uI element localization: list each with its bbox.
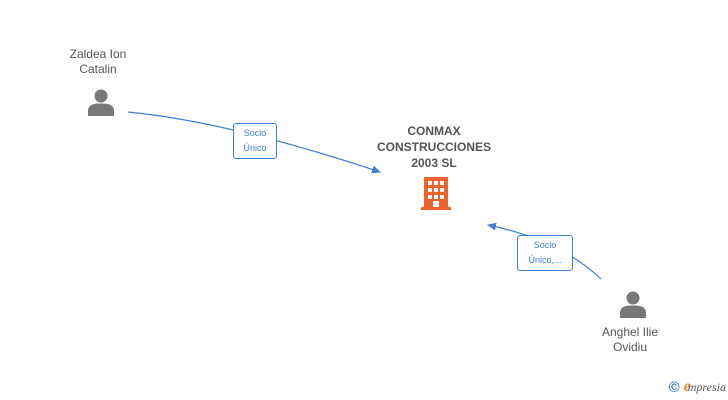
edge-label-socio-unico-more[interactable]: Socio Único,... (517, 235, 573, 271)
brand-initial: e (683, 378, 691, 395)
building-icon[interactable] (419, 175, 453, 211)
person-name-anghel[interactable]: Anghel Ilie Ovidiu (601, 325, 659, 354)
person-name-zaldea[interactable]: Zaldea Ion Catalin (69, 47, 127, 76)
edge-label-socio-unico[interactable]: Socio Único (233, 123, 277, 159)
brand-logo: empresia (684, 378, 726, 396)
company-name[interactable]: CONMAX CONSTRUCCIONES 2003 SL (376, 124, 491, 170)
brand-footer: © empresia (669, 378, 726, 396)
person-icon[interactable] (619, 290, 647, 318)
copyright-icon: © (668, 378, 680, 396)
person-icon[interactable] (87, 88, 115, 116)
brand-name: mpresia (687, 380, 726, 394)
